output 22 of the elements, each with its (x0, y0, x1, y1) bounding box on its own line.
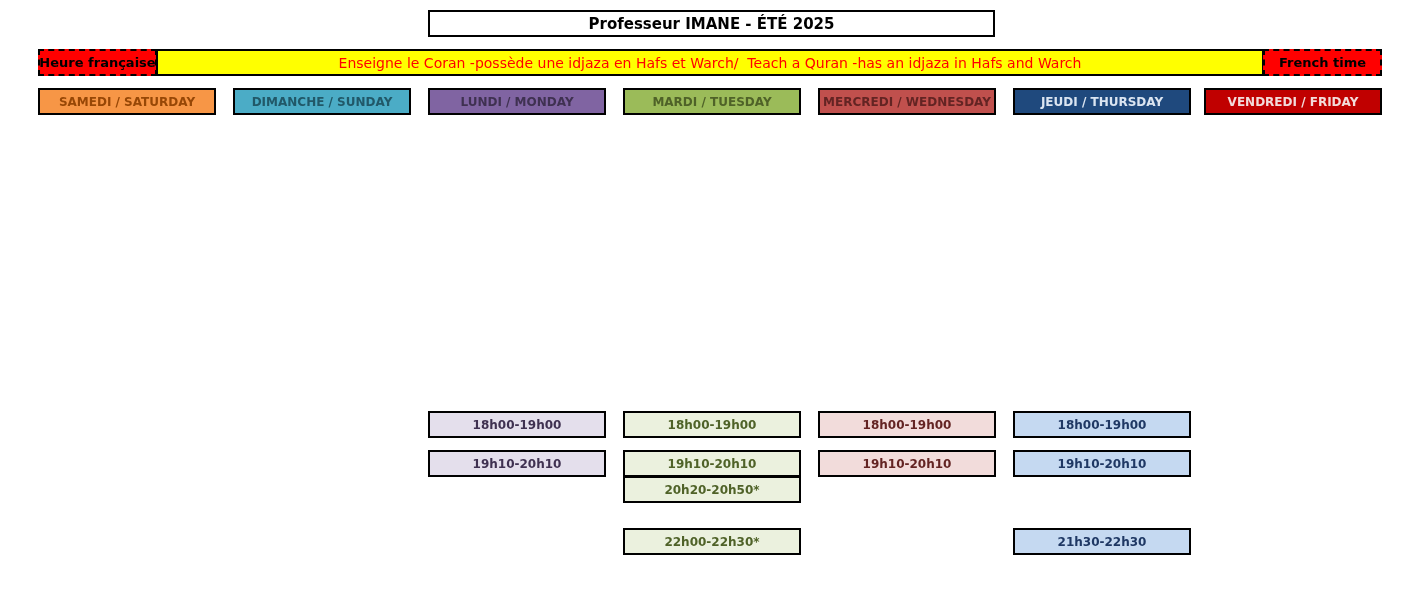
day-header: LUNDI / MONDAY (428, 88, 606, 115)
day-header: VENDREDI / FRIDAY (1204, 88, 1382, 115)
banner-text: Enseigne le Coran -possède une idjaza en Hafs et Warch/ Teach a Quran -has an idjaza in Hafs and Warch (156, 49, 1264, 76)
time-slot: 22h00-22h30* (623, 528, 801, 555)
day-header: DIMANCHE / SUNDAY (233, 88, 411, 115)
time-slot: 18h00-19h00 (1013, 411, 1191, 438)
time-zone-label: French time (1263, 49, 1382, 76)
time-slot: 20h20-20h50* (623, 476, 801, 503)
title-box: Professeur IMANE - ÉTÉ 2025 (428, 10, 995, 37)
day-header: MERCREDI / WEDNESDAY (818, 88, 996, 115)
time-slot: 18h00-19h00 (818, 411, 996, 438)
day-header: JEUDI / THURSDAY (1013, 88, 1191, 115)
time-slot: 18h00-19h00 (623, 411, 801, 438)
time-slot: 19h10-20h10 (623, 450, 801, 477)
time-slot: 18h00-19h00 (428, 411, 606, 438)
time-slot: 19h10-20h10 (428, 450, 606, 477)
time-slot: 21h30-22h30 (1013, 528, 1191, 555)
day-header: SAMEDI / SATURDAY (38, 88, 216, 115)
day-header: MARDI / TUESDAY (623, 88, 801, 115)
time-slot: 19h10-20h10 (1013, 450, 1191, 477)
time-slot: 19h10-20h10 (818, 450, 996, 477)
time-zone-label: Heure française (38, 49, 157, 76)
